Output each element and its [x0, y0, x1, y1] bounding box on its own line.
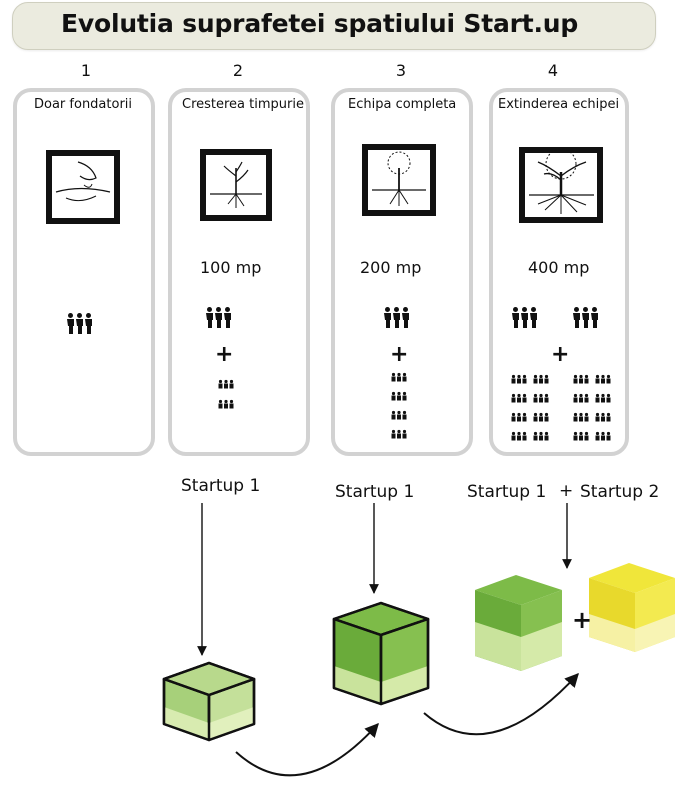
- sprout-sketch-icon: [200, 149, 272, 221]
- stage-label-1: Doar fondatorii: [34, 97, 133, 112]
- cube-stage-4-green: [475, 575, 562, 671]
- people-small-icon: [595, 393, 611, 403]
- people-small-icon: [511, 412, 527, 422]
- stage-number-4: 4: [547, 61, 559, 80]
- seed-sketch-icon: [46, 150, 120, 224]
- plus-sign-stage-4: +: [551, 342, 570, 367]
- cube-stage-2: [162, 661, 256, 742]
- stage-label-3: Echipa completa: [348, 97, 457, 112]
- stage-area-2: 100 mp: [200, 258, 262, 277]
- people-small-icon: [533, 412, 549, 422]
- curved-arrow-2-to-3: [235, 722, 379, 777]
- people-icons: [67, 307, 611, 441]
- stage-number-1: 1: [80, 61, 92, 80]
- stage-label-4: Extinderea echipei: [498, 97, 620, 112]
- stage-area-3: 200 mp: [360, 258, 422, 277]
- stage-panel-2: [168, 88, 310, 456]
- people-small-icon: [595, 431, 611, 441]
- startup-label-stage-4b: Startup 2: [580, 482, 660, 502]
- people-group-icon: [384, 307, 409, 328]
- people-group-icon: [512, 307, 537, 328]
- people-small-icon: [533, 374, 549, 384]
- people-small-icon: [218, 399, 234, 409]
- startup-label-stage-2: Startup 1: [181, 476, 261, 496]
- people-small-icon: [511, 374, 527, 384]
- people-small-icon: [533, 431, 549, 441]
- people-small-icon: [573, 431, 589, 441]
- people-small-icon: [391, 410, 407, 420]
- stage-number-2: 2: [232, 61, 244, 80]
- people-small-icon: [391, 372, 407, 382]
- plus-sign-stage-3: +: [390, 342, 409, 367]
- people-group-icon: [67, 313, 92, 334]
- people-small-icon: [595, 412, 611, 422]
- plus-between-cubes: +: [572, 606, 592, 634]
- stage-panel-1: [13, 88, 155, 456]
- people-small-icon: [391, 429, 407, 439]
- people-group-icon: [206, 307, 231, 328]
- people-small-icon: [573, 412, 589, 422]
- title-banner: Evolutia suprafetei spatiului Start.up: [12, 2, 656, 50]
- stage-area-4: 400 mp: [528, 258, 590, 277]
- startup-label-stage-3: Startup 1: [335, 482, 415, 502]
- stage-label-2: Cresterea timpurie: [182, 97, 304, 112]
- cube-stage-4-yellow: [589, 563, 675, 652]
- people-small-icon: [595, 374, 611, 384]
- big-tree-sketch-icon: [519, 147, 603, 223]
- stage-panel-3: [331, 88, 473, 456]
- people-small-icon: [511, 431, 527, 441]
- cube-stage-3: [332, 601, 430, 706]
- people-group-icon: [573, 307, 598, 328]
- page-title: Evolutia suprafetei spatiului Start.up: [61, 9, 579, 38]
- people-small-icon: [511, 393, 527, 403]
- startup-label-stage-4a: Startup 1: [467, 482, 547, 502]
- people-small-icon: [573, 393, 589, 403]
- plus-sign-stage-2: +: [215, 342, 234, 367]
- people-small-icon: [573, 374, 589, 384]
- people-small-icon: [391, 391, 407, 401]
- startup-plus-label: +: [559, 481, 574, 501]
- stage-number-3: 3: [395, 61, 407, 80]
- curved-arrow-3-to-4: [423, 672, 579, 736]
- tree-sketch-icon: [362, 144, 436, 216]
- people-small-icon: [533, 393, 549, 403]
- people-small-icon: [218, 379, 234, 389]
